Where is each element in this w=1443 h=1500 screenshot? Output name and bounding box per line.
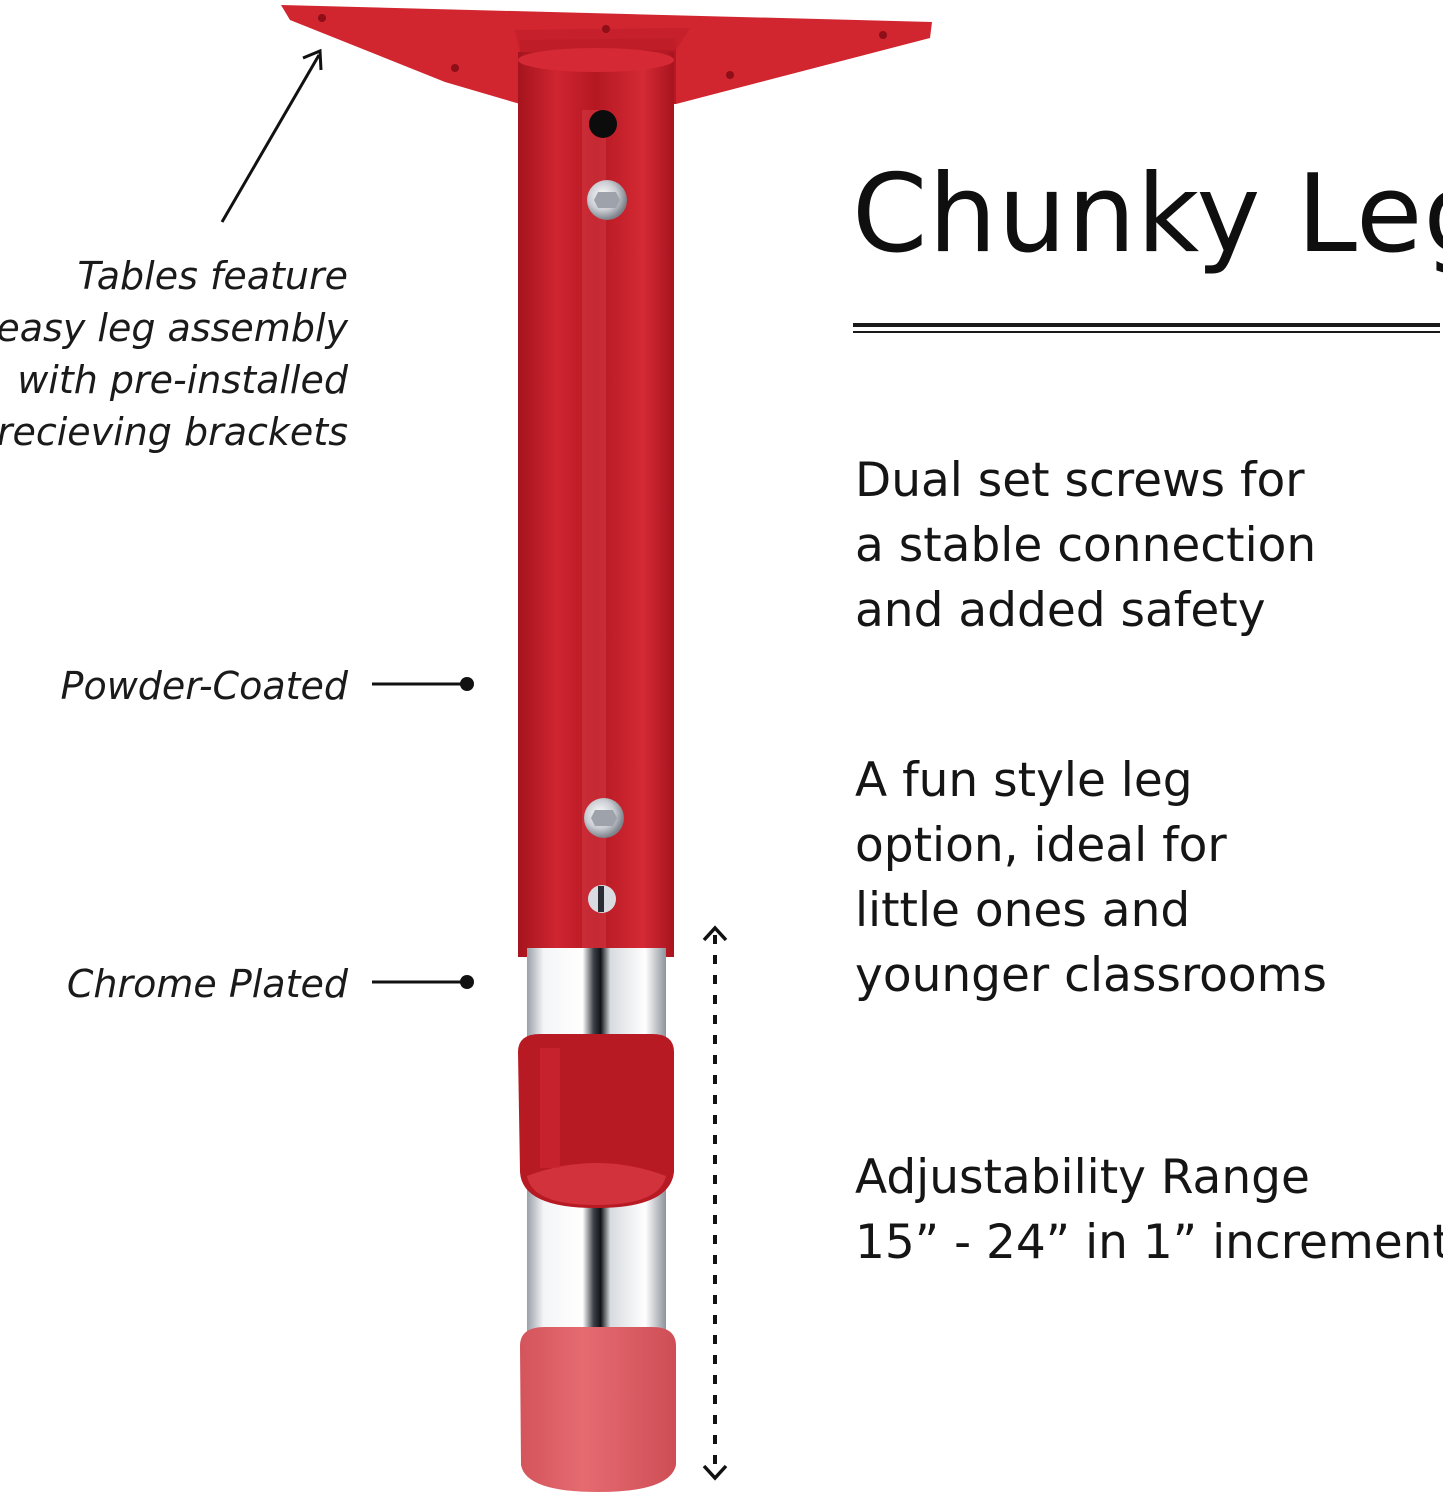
feature-line: a stable connection — [855, 518, 1317, 573]
adjustment-hole-top — [589, 110, 617, 138]
feature-line: 15” - 24” in 1” increments — [855, 1215, 1443, 1270]
assembly-arrow — [220, 54, 321, 223]
feature-adjustability: Adjustability Range 15” - 24” in 1” incr… — [855, 1145, 1443, 1275]
feature-screws: Dual set screws for a stable connection … — [855, 448, 1443, 643]
pink-foot-cap — [520, 1327, 676, 1492]
feature-line: Adjustability Range — [855, 1150, 1310, 1205]
plating-callout-text: Chrome Plated — [66, 962, 348, 1006]
page-title: Chunky Leg — [852, 152, 1443, 277]
assembly-callout-line: Tables feature — [77, 254, 348, 298]
feature-line: Dual set screws for — [855, 453, 1305, 508]
plating-callout: Chrome Plated — [67, 958, 348, 1010]
title-divider — [853, 323, 1440, 327]
feature-line: little ones and — [855, 883, 1191, 938]
assembly-callout-line: easy leg assembly — [0, 306, 348, 350]
coating-callout: Powder-Coated — [61, 660, 348, 712]
assembly-callout-line: with pre-installed — [17, 358, 348, 402]
assembly-callout: Tables feature easy leg assembly with pr… — [0, 250, 348, 458]
feature-line: younger classrooms — [855, 948, 1327, 1003]
assembly-callout-line: recieving brackets — [0, 410, 348, 454]
feature-line: A fun style leg — [855, 753, 1193, 808]
feature-line: option, ideal for — [855, 818, 1227, 873]
feature-style: A fun style leg option, ideal for little… — [855, 748, 1443, 1008]
feature-line: and added safety — [855, 583, 1266, 638]
coating-callout-text: Powder-Coated — [60, 664, 348, 708]
title-divider-thin — [853, 331, 1440, 333]
